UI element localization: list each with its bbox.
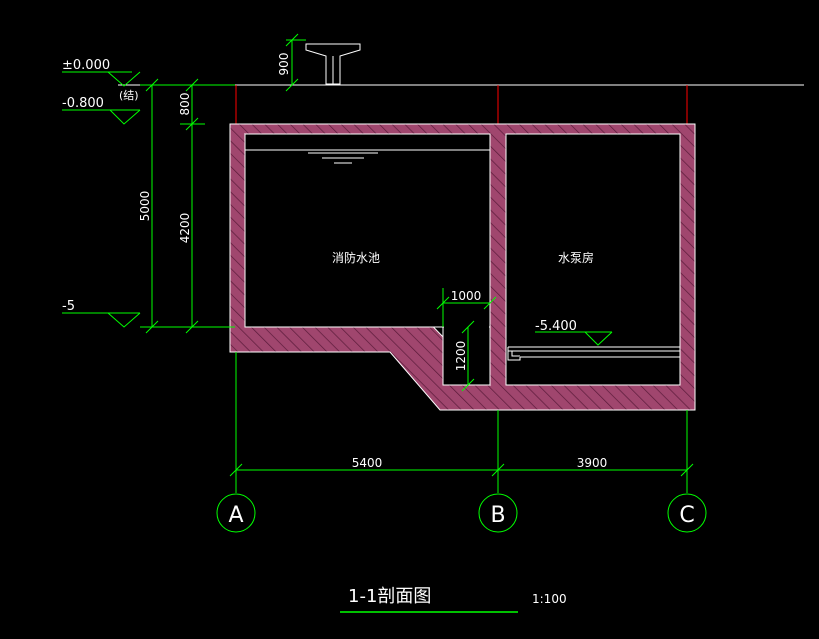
dim-span-bc-label: 3900 [577,456,608,470]
pump-floor-lines [507,346,680,361]
dim-span-ab-label: 5400 [352,456,383,470]
dim-spans [229,463,694,477]
axis-b-label: B [490,503,505,528]
drawing-scale: 1:100 [532,592,567,606]
axis-a-label: A [228,503,243,528]
dim-beam-height [285,33,306,92]
dim-overall-depth [140,78,235,334]
interior-spaces [244,133,681,386]
axis-bubble-a: A [216,493,256,533]
dim-sump-width [436,288,497,327]
elevation-top-label: ±0.000 [62,58,110,73]
dim-sump-depth-label: 1200 [454,341,468,372]
elevation-bottom: -5 [62,299,141,328]
dim-overall-depth-label: 5000 [138,191,152,222]
elevation-pump-floor-label: -5.400 [535,319,577,334]
dim-slab-drop-label: 800 [178,93,192,116]
pump-room-space [505,133,681,386]
dim-sump-width-label: 1000 [451,289,482,303]
beam-section-symbol [305,43,361,85]
pump-room-label: 水泵房 [558,250,594,265]
axis-bubble-b: B [478,493,518,533]
dim-beam-height-label: 900 [277,53,291,76]
dim-pool-depth-label: 4200 [178,213,192,244]
elevation-top: ±0.000 [62,58,141,87]
fire-pool-space [244,133,491,328]
water-level-symbol [308,152,378,164]
elevation-structure-label: -0.800 [62,96,104,111]
elevation-structure: -0.800 (结) [62,89,141,125]
elevation-pump-floor: -5.400 [535,319,613,346]
elevation-bottom-label: -5 [62,299,75,314]
axis-bubble-c: C [667,493,707,533]
drawing-title: 1-1剖面图 [348,586,431,607]
axis-c-label: C [679,503,694,528]
fire-pool-label: 消防水池 [332,250,380,265]
sump-space [442,326,491,386]
dim-sump-depth [461,320,475,392]
dim-slab-drop [180,78,205,334]
structure-note: (结) [119,89,139,102]
